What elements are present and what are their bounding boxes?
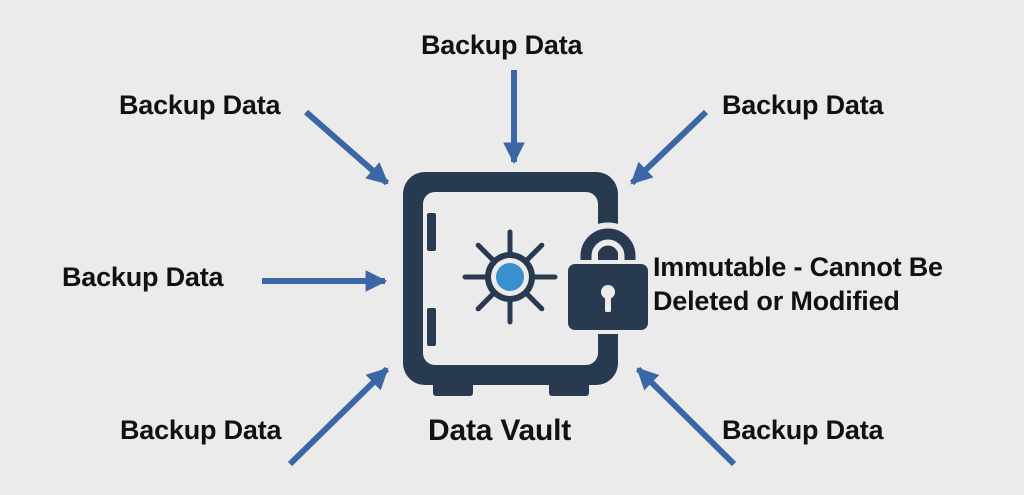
padlock-icon — [564, 222, 652, 334]
arrow-icon — [287, 366, 390, 467]
arrow-icon — [635, 366, 737, 467]
arrows — [262, 70, 737, 467]
immutable-caption-line-2: Deleted or Modified — [653, 286, 900, 316]
backup-data-label-top-right: Backup Data — [722, 90, 884, 120]
arrow-icon — [304, 109, 389, 186]
backup-data-label-bottom-right: Backup Data — [722, 415, 884, 445]
arrow-icon — [629, 109, 709, 186]
backup-data-label-top: Backup Data — [421, 30, 583, 60]
immutable-caption-line-1: Immutable - Cannot Be — [653, 252, 943, 282]
backup-data-label-bottom-left: Backup Data — [120, 415, 282, 445]
backup-data-label-middle-left: Backup Data — [62, 262, 224, 292]
dial-icon — [462, 229, 558, 325]
immutable-caption: Immutable - Cannot Be Deleted or Modifie… — [653, 250, 943, 318]
backup-data-label-top-left: Backup Data — [119, 90, 281, 120]
vault-title: Data Vault — [428, 414, 572, 447]
